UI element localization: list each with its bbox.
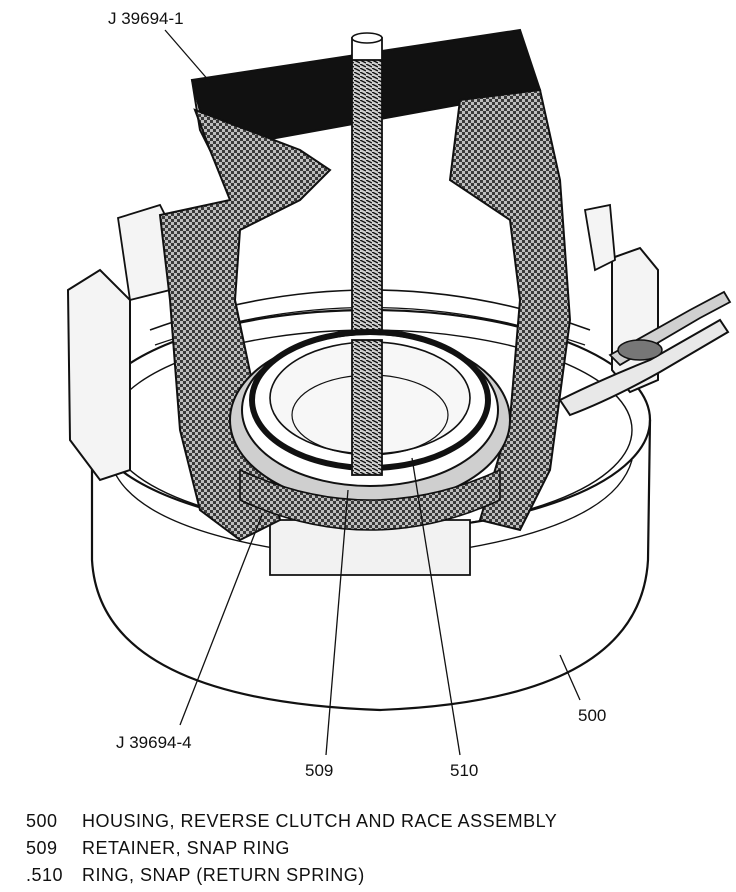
label-510: 510 (450, 761, 478, 780)
label-500: 500 (578, 706, 606, 725)
leader-tool-bottom (179, 514, 263, 726)
legend-description: RING, SNAP (RETURN SPRING) (82, 865, 365, 885)
legend-number: .510 (26, 865, 64, 885)
legend-row: 500 HOUSING, REVERSE CLUTCH AND RACE ASS… (18, 808, 718, 835)
snap-ring-pliers (558, 290, 732, 417)
legend-number: 509 (26, 838, 58, 858)
leader-tool-top (164, 29, 211, 83)
legend-row: 509 RETAINER, SNAP RING (18, 835, 718, 862)
label-509: 509 (305, 761, 333, 780)
tool-j39694-1 (158, 28, 572, 542)
threaded-rod-lower (351, 339, 383, 476)
label-j39694-1: J 39694-1 (108, 9, 184, 28)
legend-description: RETAINER, SNAP RING (82, 838, 290, 858)
leader-509 (325, 489, 349, 756)
label-j39694-4: J 39694-4 (116, 733, 192, 752)
parts-legend: 500 HOUSING, REVERSE CLUTCH AND RACE ASS… (18, 808, 718, 889)
leader-lines (164, 29, 581, 756)
legend-number: 500 (26, 811, 58, 831)
legend-description: HOUSING, REVERSE CLUTCH AND RACE ASSEMBL… (82, 811, 558, 831)
leader-500 (559, 654, 581, 701)
legend-row: .510 RING, SNAP (RETURN SPRING) (18, 862, 718, 889)
tool-j39694-4 (239, 468, 501, 531)
leader-510 (411, 457, 461, 756)
